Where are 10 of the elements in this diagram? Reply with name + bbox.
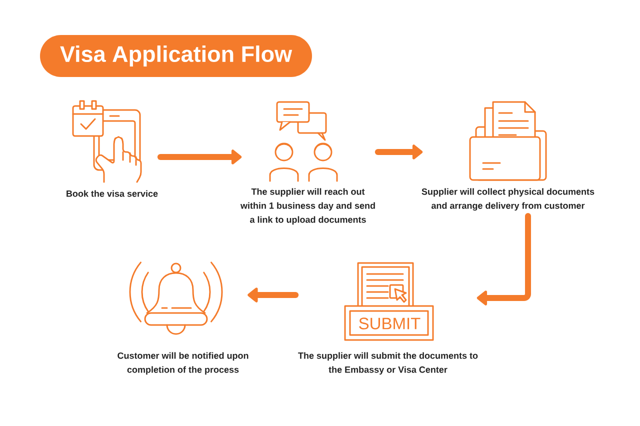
title-pill: Visa Application Flow bbox=[40, 35, 312, 77]
step-caption: Book the visa service bbox=[66, 190, 158, 197]
arrow bbox=[157, 150, 242, 164]
arrow bbox=[248, 288, 299, 302]
step-caption: Customer will be notified upon completion of the process bbox=[118, 352, 248, 375]
bent-arrow bbox=[476, 213, 531, 306]
step-caption: The supplier will submit the documents to the Embassy or Visa Center bbox=[298, 352, 478, 375]
step-caption: Supplier will collect physical documents and arrange delivery from customer bbox=[422, 188, 594, 211]
arrow bbox=[374, 144, 423, 160]
step-caption: The supplier will reach out within 1 business day and send a link to upload documents bbox=[240, 188, 375, 225]
